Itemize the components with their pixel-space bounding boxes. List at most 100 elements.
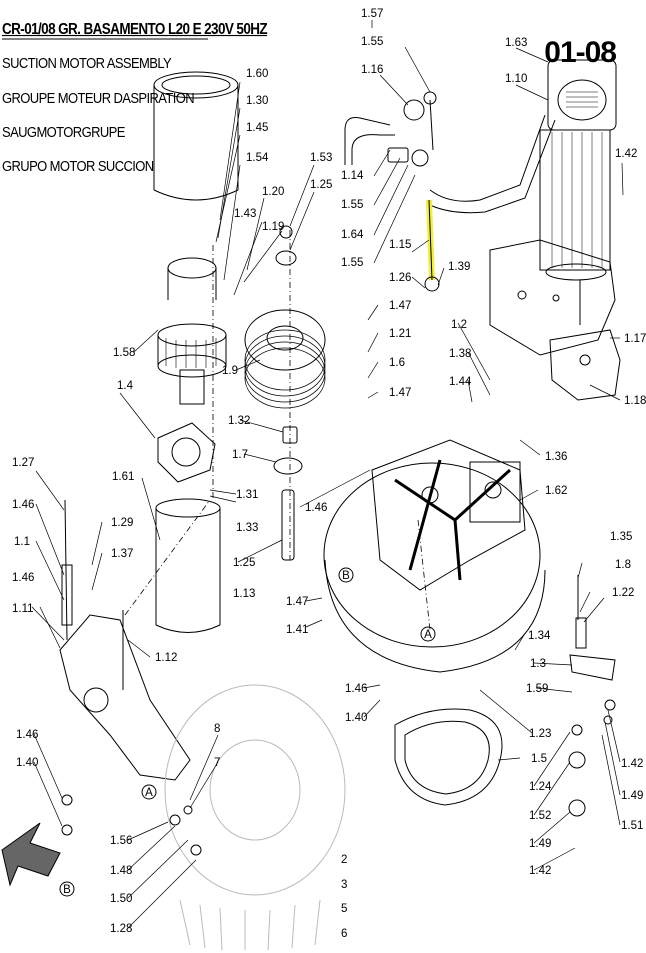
callout-label: 1.42 <box>529 865 551 877</box>
callout-label: 5 <box>341 903 347 915</box>
callout-label: 1.40 <box>16 757 38 769</box>
suction-hose-bend <box>344 117 395 165</box>
ref-marker-label: A <box>145 787 153 799</box>
subtitle-de: SAUGMOTORGRUPE <box>2 123 125 141</box>
callout-label: 1.50 <box>110 893 132 905</box>
callout-label: 6 <box>341 928 347 940</box>
callout-label: 1.40 <box>345 712 367 724</box>
drawing-title: CR-01/08 GR. BASAMENTO L20 E 230V 50HZ <box>2 20 268 38</box>
callout-label: 1.59 <box>526 683 548 695</box>
motor-support-bracket <box>549 329 621 401</box>
callout-label: 1.58 <box>113 347 135 359</box>
callout-label: 1.42 <box>621 758 643 770</box>
callout-label: 1.41 <box>286 624 308 636</box>
callout-label: 1.35 <box>610 531 632 543</box>
suction-motor-unit <box>157 257 227 405</box>
callout-label: 1.49 <box>621 790 643 802</box>
callout-label: 1.46 <box>305 502 327 514</box>
callout-label: 1.55 <box>341 257 363 269</box>
callout-label: 1.46 <box>12 572 34 584</box>
callout-label: 1.37 <box>111 548 133 560</box>
chassis-frame <box>59 614 191 781</box>
callout-label: 1.53 <box>310 152 332 164</box>
callout-label: 1.25 <box>233 557 255 569</box>
callout-label: 1.44 <box>449 376 472 388</box>
filter-cylinder-top <box>153 71 239 201</box>
ref-marker-b-top <box>338 567 354 583</box>
ref-marker-label: B <box>63 884 71 896</box>
suction-motor <box>539 59 617 325</box>
callout-label: 1.43 <box>234 208 256 220</box>
gasket-plate <box>157 422 216 483</box>
callout-label: 1.34 <box>528 630 551 642</box>
callout-label: 1.46 <box>12 499 34 511</box>
suction-hose <box>429 114 556 214</box>
page-code: 01-08 <box>544 36 617 69</box>
callout-label: 1.31 <box>236 489 258 501</box>
callout-label: 1.46 <box>345 683 367 695</box>
ref-marker-b-bottom <box>59 881 75 897</box>
callout-label: 1.7 <box>232 449 248 461</box>
callout-label: 1.48 <box>110 865 132 877</box>
callout-label: 1.63 <box>505 37 527 49</box>
callout-label: 8 <box>214 723 220 735</box>
callout-label: 1.36 <box>545 451 567 463</box>
callout-label: 1.54 <box>246 152 269 164</box>
callout-label: 1.46 <box>16 729 38 741</box>
callout-label: 1.52 <box>529 810 551 822</box>
callout-label: 1.14 <box>341 170 364 182</box>
callout-label: 1.42 <box>615 148 637 160</box>
impeller-housing <box>244 225 326 409</box>
callout-label: 1.13 <box>233 588 255 600</box>
callout-label: 1.3 <box>530 658 546 670</box>
callout-label: 1.61 <box>112 471 134 483</box>
callout-label: 1.15 <box>389 239 411 251</box>
callout-label: 1.47 <box>389 300 411 312</box>
drive-belt <box>394 708 503 806</box>
callout-label: 1.29 <box>111 517 133 529</box>
callout-label: 1.38 <box>449 348 471 360</box>
callout-label: 1.56 <box>110 835 132 847</box>
callout-label: 1.8 <box>615 559 631 571</box>
callout-label: 1.1 <box>14 536 30 548</box>
callout-label: 1.27 <box>12 457 34 469</box>
callout-label: 1.47 <box>389 387 411 399</box>
callout-label: 1.55 <box>361 36 383 48</box>
callout-label: 1.18 <box>624 395 646 407</box>
callout-label: 1.24 <box>529 781 552 793</box>
callout-label: 1.45 <box>246 122 268 134</box>
callout-label: 1.62 <box>545 485 567 497</box>
callout-label: 1.55 <box>341 199 363 211</box>
callout-label: 3 <box>341 879 347 891</box>
callout-label: 1.4 <box>117 380 134 392</box>
direction-arrow <box>1 822 61 887</box>
filter-cylinder-bottom <box>155 498 221 633</box>
callout-label: 1.64 <box>341 229 364 241</box>
callout-label: 1.28 <box>110 923 132 935</box>
callout-label: 1.6 <box>389 357 405 369</box>
callout-label: 1.9 <box>222 365 238 377</box>
base-plate <box>323 439 546 673</box>
callout-label: 1.26 <box>389 272 411 284</box>
callout-label: 1.21 <box>389 328 411 340</box>
callout-label: 1.23 <box>529 728 551 740</box>
ref-marker-a-left <box>141 784 157 800</box>
callout-label: 1.39 <box>448 261 470 273</box>
callout-label: 1.19 <box>262 221 284 233</box>
callout-label: 1.12 <box>155 652 177 664</box>
motor-bracket-plate <box>489 239 616 356</box>
callout-label: 1.60 <box>246 68 268 80</box>
callout-label: 1.32 <box>228 415 250 427</box>
callout-label: 1.51 <box>621 820 643 832</box>
callout-label: 1.22 <box>612 587 634 599</box>
callout-label: 1.5 <box>531 753 547 765</box>
ref-marker-a-right <box>420 626 436 642</box>
subtitle-en: SUCTION MOTOR ASSEMBLY <box>2 54 172 72</box>
callout-label: 1.33 <box>236 522 258 534</box>
ref-marker-label: A <box>424 629 432 641</box>
callout-label: 2 <box>341 854 347 866</box>
callout-label: 1.57 <box>361 8 383 20</box>
callout-label: 1.49 <box>529 838 551 850</box>
leader-lines <box>31 20 624 929</box>
